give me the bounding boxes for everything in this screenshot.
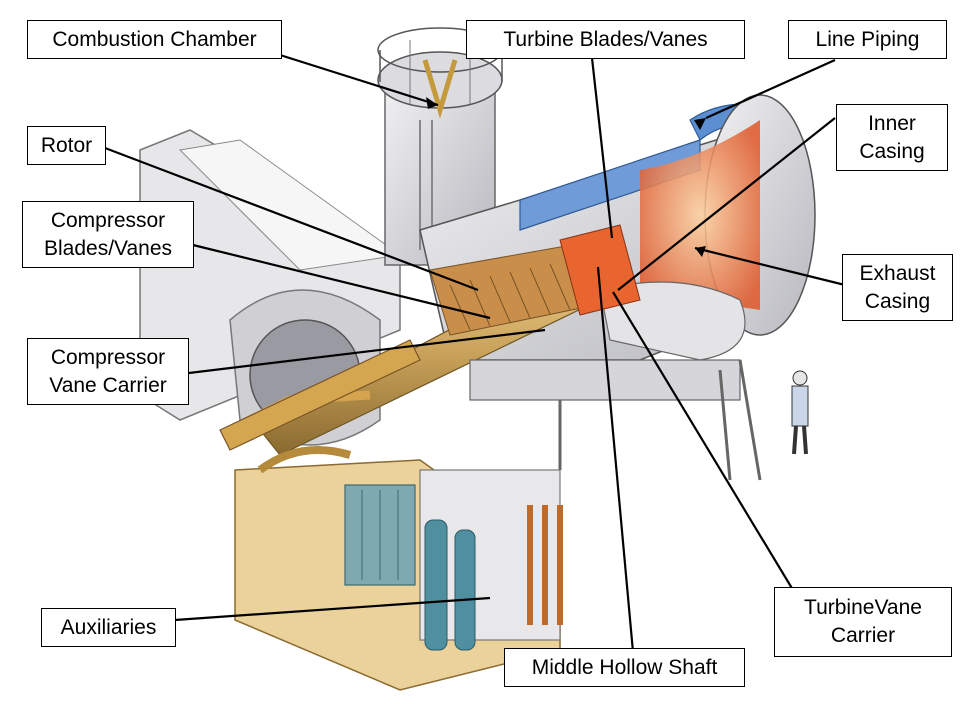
support-frame	[469, 359, 762, 481]
leader-auxiliaries	[174, 596, 491, 622]
leader-rotor	[104, 146, 479, 292]
compressor-shaft-extension	[219, 339, 421, 451]
leader-lines	[104, 53, 846, 653]
auxiliaries-package	[234, 390, 563, 691]
leader-turbine-vane-carrier	[612, 291, 794, 591]
label-middle-hollow-shaft: Middle Hollow Shaft	[504, 648, 745, 687]
label-combustion-chamber: Combustion Chamber	[27, 20, 282, 59]
label-compressor-vane-carrier: Compressor Vane Carrier	[27, 338, 189, 405]
leader-line-piping	[705, 58, 836, 120]
leader-middle-hollow-shaft	[596, 266, 635, 653]
leader-inner-casing	[617, 117, 836, 291]
leader-exhaust-casing	[694, 246, 846, 287]
leader-compressor-vane-carrier	[188, 328, 546, 375]
leader-turbine-blades-vanes	[590, 57, 614, 239]
rotor-shaft	[259, 224, 641, 456]
leader-combustion-chamber	[279, 53, 439, 107]
label-exhaust-casing: Exhaust Casing	[842, 254, 953, 321]
label-rotor: Rotor	[27, 126, 106, 165]
label-inner-casing: Inner Casing	[836, 104, 948, 171]
label-turbine-vane-carrier: TurbineVane Carrier	[774, 587, 952, 657]
label-auxiliaries: Auxiliaries	[41, 608, 176, 647]
person-figure	[791, 370, 809, 455]
label-line-piping: Line Piping	[788, 20, 947, 59]
air-intake-hood	[139, 129, 402, 446]
label-compressor-blades-vanes: Compressor Blades/Vanes	[22, 201, 194, 268]
leader-compressor-blades	[192, 243, 491, 320]
leader-arrowheads	[426, 97, 706, 257]
label-turbine-blades-vanes: Turbine Blades/Vanes	[466, 20, 745, 59]
